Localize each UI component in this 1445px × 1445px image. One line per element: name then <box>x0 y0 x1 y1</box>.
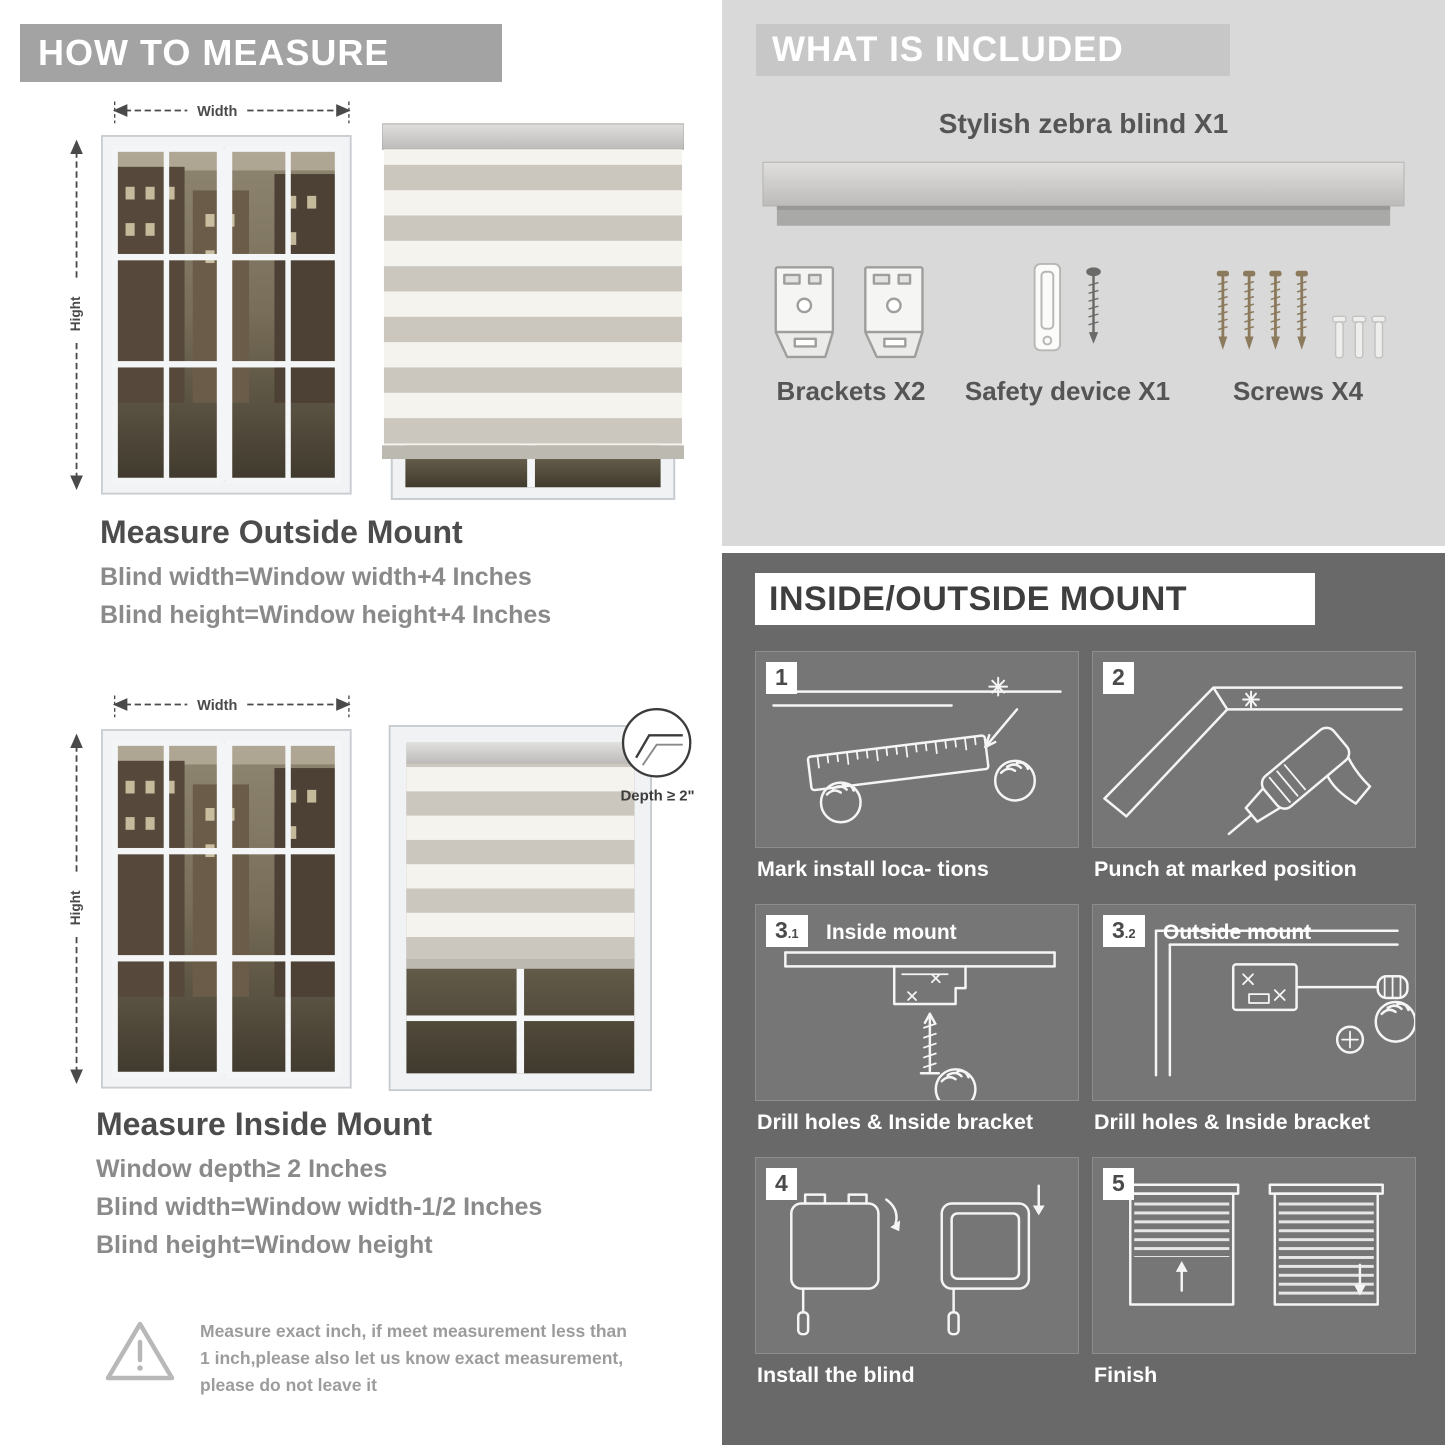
step-panel: 3.1 Inside mount <box>755 904 1079 1101</box>
brackets-icon <box>774 266 924 359</box>
depth-label: Depth ≥ 2" <box>621 788 694 805</box>
step-panel: 4 <box>755 1157 1079 1354</box>
formula-line: Blind height=Window height <box>96 1231 433 1259</box>
mark-location-illustration <box>772 676 1062 824</box>
step-4: 4 <box>755 1157 1079 1410</box>
outside-mount-text: Measure Outside Mount Blind width=Window… <box>100 514 551 639</box>
step-badge: 3.2 <box>1103 915 1145 947</box>
step-panel: 2 <box>1092 651 1416 848</box>
height-label: Hight <box>68 296 83 331</box>
warning-text: Measure exact inch, if meet measurement … <box>200 1321 627 1396</box>
formula-line: Blind height=Window height+4 Inches <box>100 601 552 629</box>
part-safety-device: Safety device X1 <box>965 260 1170 407</box>
step-3-2: 3.2 Outside mount <box>1092 904 1416 1157</box>
what-is-included-section: WHAT IS INCLUDED Stylish zebra blind X1 … <box>722 0 1445 546</box>
step-3-1: 3.1 Inside mount <box>755 904 1079 1157</box>
step-caption: Punch at marked position <box>1094 857 1357 881</box>
part-screws: Screws X4 <box>1203 260 1393 407</box>
part-label: Brackets X2 <box>776 376 926 406</box>
step-5: 5 <box>1092 1157 1416 1410</box>
depth-callout: Depth ≥ 2" <box>621 708 694 805</box>
window-outside-illustration: Width Hight <box>68 101 352 495</box>
warning-triangle-icon <box>105 1321 175 1381</box>
safety-device-icon <box>1034 262 1102 352</box>
how-to-measure-header: HOW TO MEASURE <box>20 24 502 82</box>
step-panel: 1 <box>755 651 1079 848</box>
part-label: Safety device X1 <box>964 376 1171 406</box>
measure-outside-title: Measure Outside Mount <box>100 514 463 550</box>
window-inside-illustration: Width Hight <box>68 695 352 1089</box>
step-label: Inside mount <box>826 921 957 944</box>
step-badge: 5 <box>1103 1168 1134 1200</box>
included-parts-row: Brackets X2 <box>770 260 1393 407</box>
step-badge: 2 <box>1103 662 1134 694</box>
step-badge: 4 <box>766 1168 797 1200</box>
zebra-blind-inside-illustration: Depth ≥ 2" <box>388 708 694 1092</box>
measure-inside-title: Measure Inside Mount <box>96 1106 433 1142</box>
inside-bracket-illustration <box>784 951 1056 1100</box>
mount-section: INSIDE/OUTSIDE MOUNT 1 <box>722 553 1445 1445</box>
step-badge: 3.1 <box>766 915 808 947</box>
step-caption: Finish <box>1094 1363 1158 1387</box>
inside-mount-text: Measure Inside Mount Window depth≥ 2 Inc… <box>96 1106 542 1269</box>
finish-illustration <box>1124 1183 1384 1306</box>
height-label: Hight <box>68 890 83 925</box>
step-badge: 1 <box>766 662 797 694</box>
screws-icon <box>1215 269 1387 359</box>
part-label: Screws X4 <box>1232 376 1364 406</box>
part-brackets: Brackets X2 <box>770 260 932 407</box>
install-blind-illustration <box>790 1184 1045 1336</box>
outside-mount-illustrations: Width Hight <box>60 96 684 504</box>
measure-warning: Measure exact inch, if meet measurement … <box>104 1318 664 1399</box>
mount-steps-grid: 1 <box>755 651 1445 1410</box>
step-caption: Drill holes & Inside bracket <box>757 1110 1034 1134</box>
formula-line: Blind width=Window width-1/2 Inches <box>96 1193 543 1221</box>
step-caption: Install the blind <box>757 1363 915 1387</box>
what-is-included-header: WHAT IS INCLUDED <box>756 24 1230 76</box>
step-caption: Mark install loca- tions <box>757 857 989 881</box>
width-label: Width <box>197 104 237 120</box>
step-panel: 5 <box>1092 1157 1416 1354</box>
width-label: Width <box>197 698 237 714</box>
inside-mount-illustrations: Width Hight <box>60 690 694 1096</box>
formula-line: Window depth≥ 2 Inches <box>96 1155 388 1183</box>
headrail-illustration <box>762 161 1405 226</box>
outside-bracket-illustration <box>1154 929 1415 1077</box>
zebra-blind-outside-illustration <box>382 123 684 500</box>
step-2: 2 <box>1092 651 1416 904</box>
formula-line: Blind width=Window width+4 Inches <box>100 563 532 591</box>
product-label: Stylish zebra blind X1 <box>938 108 1229 139</box>
step-caption: Drill holes & Inside bracket <box>1094 1110 1371 1134</box>
step-1: 1 <box>755 651 1079 904</box>
drill-illustration <box>1103 686 1403 836</box>
step-label: Outside mount <box>1163 921 1312 944</box>
step-panel: 3.2 Outside mount <box>1092 904 1416 1101</box>
inside-outside-mount-header: INSIDE/OUTSIDE MOUNT <box>755 573 1315 625</box>
